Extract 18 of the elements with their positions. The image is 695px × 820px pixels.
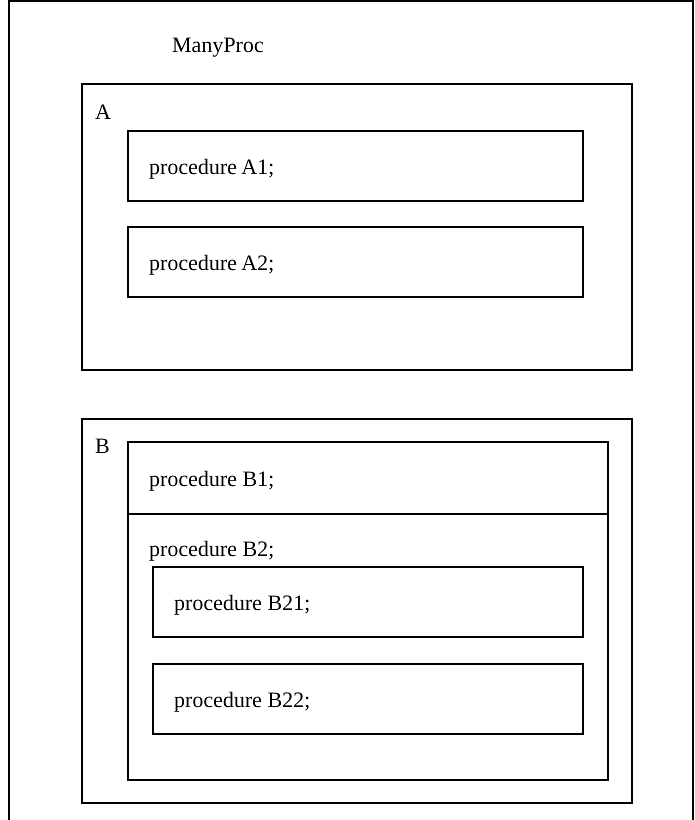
group-title: A (95, 99, 111, 125)
procedure-box (152, 663, 584, 735)
procedure-label: procedure B22; (174, 687, 310, 713)
procedure-label: procedure B1; (149, 466, 274, 492)
group-title: ManyProc (172, 32, 264, 58)
procedure-box (127, 130, 584, 202)
procedure-box (127, 441, 609, 515)
procedure-label: procedure B21; (174, 590, 310, 616)
procedure-label: procedure A2; (149, 250, 274, 276)
procedure-box (152, 566, 584, 638)
group-title: B (95, 433, 110, 459)
group-box (81, 418, 633, 804)
group-box (81, 83, 633, 371)
outer-panel (8, 0, 694, 820)
procedure-label: procedure B2; (149, 536, 274, 562)
procedure-box (127, 513, 609, 781)
procedure-box (127, 226, 584, 298)
procedure-label: procedure A1; (149, 154, 274, 180)
